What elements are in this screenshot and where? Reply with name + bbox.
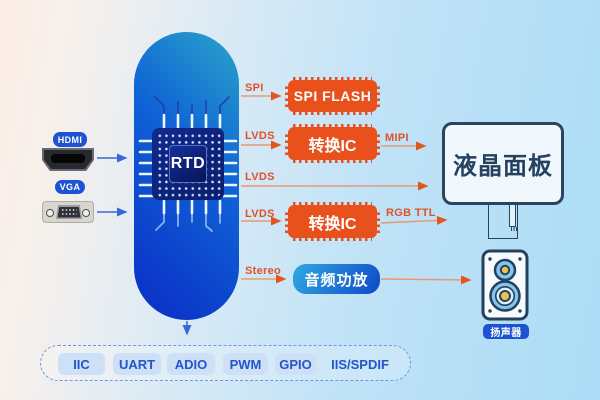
speaker-icon [481,249,529,321]
bus-label-lvds-top: LVDS [245,130,275,142]
vga-connector-icon [42,201,94,223]
peripheral-item-gpio: GPIO [275,353,316,375]
bus-label-spi: SPI [245,82,264,94]
bus-label-stereo: Stereo [245,265,282,277]
vga-screw-left [46,209,54,217]
converter-ic-bottom-block: 转换IC [285,202,380,241]
rtd-chip: RTD [152,128,224,200]
vga-label-pill: VGA [55,180,85,194]
vga-screw-right [82,209,90,217]
lcd-panel-block: 液晶面板 [442,122,564,205]
converter-ic-top-label: 转换IC [288,127,377,160]
peripheral-item-uart: UART [113,353,161,375]
bus-label-rgb-ttl: RGB TTL [386,207,436,219]
vga-db15-face [56,205,82,219]
vga-db15-pins [61,208,77,216]
bus-label-mipi: MIPI [385,132,409,144]
lcd-cable-strip [509,202,516,227]
peripheral-item-adio: ADIO [167,353,215,375]
peripheral-item-iic: IIC [58,353,105,375]
speaker-label-pill: 扬声器 [483,324,529,339]
converter-ic-top-block: 转换IC [285,124,380,163]
peripheral-item-pwm: PWM [223,353,268,375]
lcd-cable-pins [511,227,517,231]
hdmi-label-pill: HDMI [53,132,87,147]
converter-ic-bottom-label: 转换IC [288,205,377,238]
hdmi-plug-slot [51,154,85,163]
bus-label-lvds-bottom: LVDS [245,208,275,220]
spi-flash-block: SPI FLASH [285,77,380,115]
spi-flash-label: SPI FLASH [288,80,377,112]
rtd-chip-label: RTD [169,145,207,183]
audio-amp-block: 音频功放 [293,264,380,294]
hdmi-connector-icon [42,148,94,171]
peripheral-item-iis-spdif: IIS/SPDIF [331,356,389,372]
chip-pins-graphic [138,96,238,232]
bus-label-lvds-mid: LVDS [245,171,275,183]
